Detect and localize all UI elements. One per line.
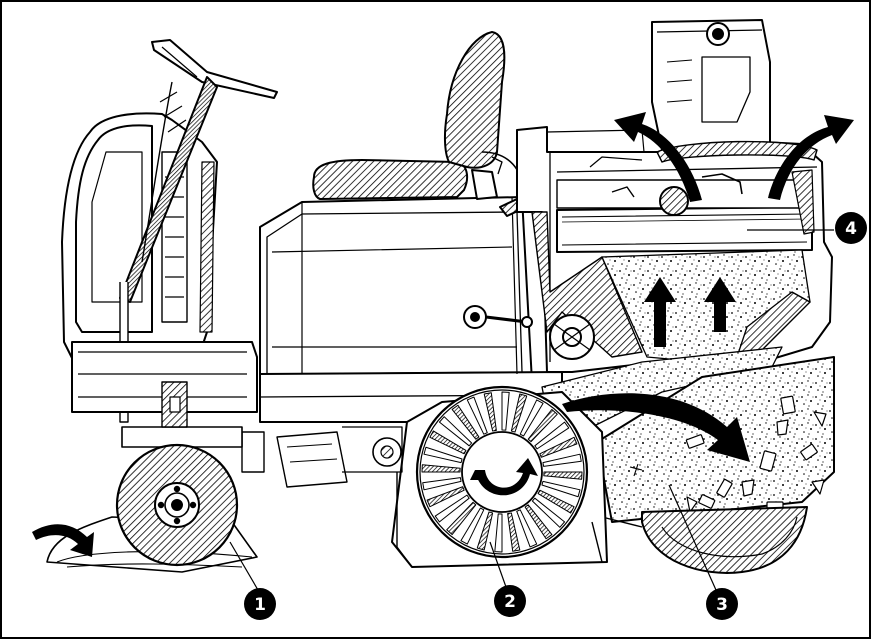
leader-line-2 xyxy=(489,541,507,588)
bristle-segment xyxy=(539,436,578,458)
bristle-segment xyxy=(446,501,477,536)
airflow-arrow-icon xyxy=(32,524,94,557)
drive-components xyxy=(241,426,403,488)
airflow-arrow-icon xyxy=(614,112,702,202)
bristle-segment xyxy=(543,471,583,480)
leader-line-1 xyxy=(229,541,259,591)
bristle-segment xyxy=(451,404,480,440)
bristle-segment xyxy=(537,489,575,514)
bristle-segment xyxy=(516,509,538,548)
operator-seat xyxy=(312,31,538,217)
side-brush-icon xyxy=(115,443,239,567)
bristle-segment xyxy=(422,477,462,491)
bristle-segment xyxy=(541,480,581,498)
bristle-segment xyxy=(524,504,553,540)
callout-number: 4 xyxy=(845,219,857,239)
bristle-segment xyxy=(460,507,485,545)
rotation-arrow-icon xyxy=(470,458,538,496)
airflow-arrow-icon xyxy=(704,277,736,332)
bristle-segment xyxy=(423,446,463,464)
bristle-segment xyxy=(438,416,473,447)
bristle-segment xyxy=(426,486,465,508)
bristle-segment xyxy=(542,453,582,467)
airflow-arrow-icon xyxy=(768,115,854,200)
bristle-segment xyxy=(531,497,566,528)
bristle-segment xyxy=(421,464,461,473)
bristle-segment xyxy=(494,513,503,553)
bristle-segment xyxy=(434,494,470,523)
front-cowling xyxy=(61,112,218,365)
bristle-segment xyxy=(534,421,570,450)
bristle-segment xyxy=(519,399,544,437)
callout-3: 3 xyxy=(706,588,738,620)
callout-2: 2 xyxy=(494,585,526,617)
debris-hopper xyxy=(596,356,835,528)
main-brush-bristles xyxy=(421,391,583,553)
callout-1: 1 xyxy=(244,588,276,620)
bristle-segment xyxy=(507,512,521,552)
bristle-segment xyxy=(510,393,528,433)
rear-wheel xyxy=(641,506,808,574)
bristle-segment xyxy=(466,396,488,435)
leader-line-3 xyxy=(668,484,717,591)
bristle-segment xyxy=(501,391,510,431)
callout-4: 4 xyxy=(835,212,867,244)
hopper-lid xyxy=(651,19,818,163)
main-brush-icon xyxy=(415,385,589,559)
airflow-arrows xyxy=(32,112,854,557)
callout-number: 3 xyxy=(716,595,728,615)
airflow-arrow-icon xyxy=(644,277,676,347)
bristle-segment xyxy=(429,430,467,455)
bristle-segment xyxy=(483,392,497,432)
bristle-segment xyxy=(476,511,494,551)
callout-number: 2 xyxy=(504,592,516,612)
leader-lines xyxy=(229,229,834,591)
bristle-segment xyxy=(527,408,558,443)
airflow-arrow-icon xyxy=(562,393,750,462)
callout-number: 1 xyxy=(254,595,266,615)
